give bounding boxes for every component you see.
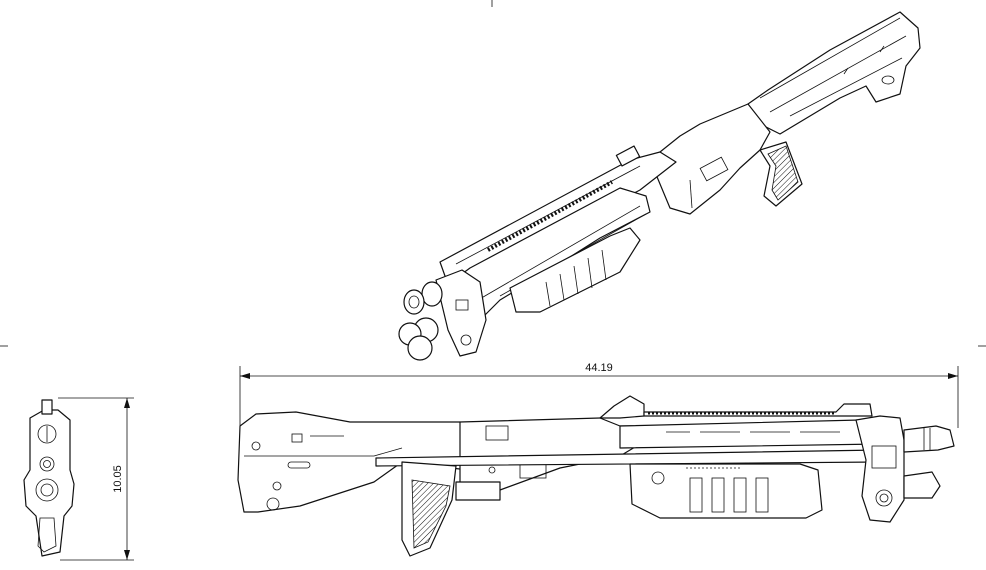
length-dimension: 44.19	[239, 362, 959, 428]
front-view	[23, 399, 75, 557]
side-view	[237, 395, 955, 557]
height-dimension: 10.05	[58, 397, 134, 561]
height-dimension-label: 10.05	[112, 465, 124, 493]
perspective-view	[398, 11, 921, 361]
muzzle-caps	[398, 281, 443, 361]
length-dimension-label: 44.19	[585, 362, 613, 374]
registration-marks	[0, 0, 986, 347]
